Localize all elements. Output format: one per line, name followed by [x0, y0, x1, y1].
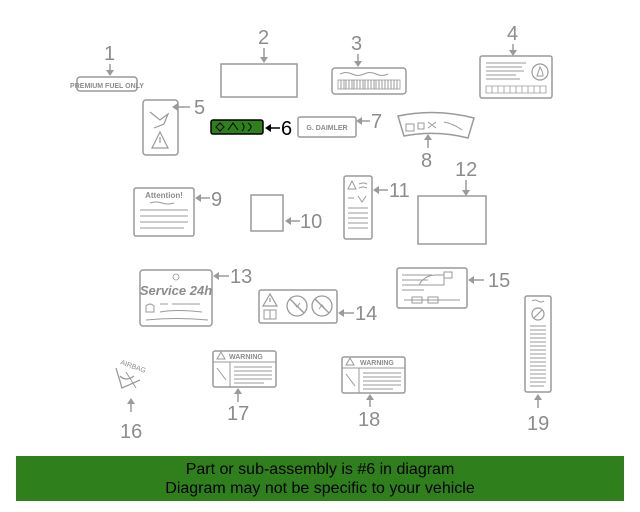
banner-line-2: Diagram may not be specific to your vehi… [165, 480, 475, 497]
callout-18: 18 [358, 409, 380, 431]
callout-7: 7 [371, 111, 382, 133]
part-15[interactable]: 15 [396, 267, 510, 309]
callout-12: 12 [455, 159, 477, 181]
part-16[interactable]: AIRBAG 16 [115, 359, 147, 443]
callout-15: 15 [488, 270, 510, 292]
vehicle-info-label [396, 267, 468, 309]
car-icon [419, 271, 453, 286]
barcode-label [331, 67, 407, 95]
airbag-icon [115, 367, 141, 389]
daimler-label [297, 116, 357, 138]
callout-14: 14 [355, 303, 377, 325]
emission-label [479, 55, 553, 99]
airbag-warning-label [258, 289, 338, 324]
part-11[interactable]: 11 [343, 175, 410, 240]
attention-label [133, 187, 195, 237]
blank-label-10 [250, 194, 284, 232]
callout-5: 5 [194, 97, 205, 119]
warning-label-5 [142, 99, 179, 156]
manual-icon [263, 309, 277, 320]
blank-label-12 [417, 195, 487, 245]
part-13[interactable]: Service 24h 13 [139, 266, 252, 327]
info-banner: Part or sub-assembly is #6 in diagram Di… [16, 456, 624, 501]
no-child-seat-icon-2 [311, 295, 333, 317]
callout-2: 2 [258, 27, 269, 49]
part-14[interactable]: 14 [258, 289, 377, 325]
premium-fuel-label [76, 76, 138, 92]
service-label [139, 269, 213, 327]
callout-1: 1 [104, 43, 115, 65]
warning-text-18: WARNING [360, 360, 394, 367]
prohibition-icon [531, 307, 545, 321]
attention-text: Attention! [145, 191, 183, 200]
callout-13: 13 [230, 266, 252, 288]
service-text: Service 24h [140, 283, 212, 298]
callout-11: 11 [389, 180, 410, 202]
parts-diagram: 1 PREMIUM FUEL ONLY 2 3 4 5 [70, 23, 553, 443]
warning-label-17 [212, 350, 277, 388]
part-17[interactable]: WARNING 17 [212, 350, 277, 425]
callout-19: 19 [527, 413, 549, 435]
warning-label-18 [341, 356, 406, 394]
tall-warning-label [343, 175, 373, 240]
airbag-text: AIRBAG [119, 359, 146, 375]
part-9[interactable]: Attention! 9 [133, 187, 222, 237]
callout-16: 16 [120, 421, 142, 443]
part-18[interactable]: WARNING 18 [341, 356, 406, 431]
warning-triangle-icon-14 [261, 292, 279, 307]
highlighted-label-6 [210, 119, 264, 135]
part-4[interactable]: 4 [479, 23, 553, 99]
part-5[interactable]: 5 [142, 97, 205, 156]
no-child-seat-icon [286, 295, 308, 317]
callout-8: 8 [421, 150, 432, 172]
banner-line-1: Part or sub-assembly is #6 in diagram [185, 461, 455, 478]
premium-fuel-text: PREMIUM FUEL ONLY [70, 83, 144, 90]
part-19[interactable]: 19 [524, 295, 552, 435]
tall-narrow-label [524, 295, 552, 393]
part-7[interactable]: G. DAIMLER 7 [297, 111, 382, 138]
part-6[interactable]: 6 [210, 118, 292, 140]
barcode-icon [337, 79, 401, 90]
callout-3: 3 [351, 33, 362, 55]
part-8[interactable]: 8 [397, 111, 475, 172]
callout-6: 6 [281, 118, 292, 140]
part-12[interactable]: 12 [417, 159, 487, 245]
callout-10: 10 [300, 211, 322, 233]
callout-9: 9 [211, 189, 222, 211]
part-10[interactable]: 10 [250, 194, 322, 233]
warning-text-17: WARNING [229, 354, 263, 361]
daimler-text: G. DAIMLER [306, 125, 347, 132]
part-1[interactable]: 1 PREMIUM FUEL ONLY [70, 43, 144, 92]
part-2[interactable]: 2 [220, 27, 298, 98]
callout-4: 4 [507, 23, 518, 45]
warning-triangle-icon [151, 130, 169, 149]
callout-17: 17 [227, 403, 249, 425]
curved-label [397, 111, 475, 139]
flame-icon [531, 63, 549, 81]
blank-label-2 [220, 63, 298, 98]
part-3[interactable]: 3 [331, 33, 407, 95]
